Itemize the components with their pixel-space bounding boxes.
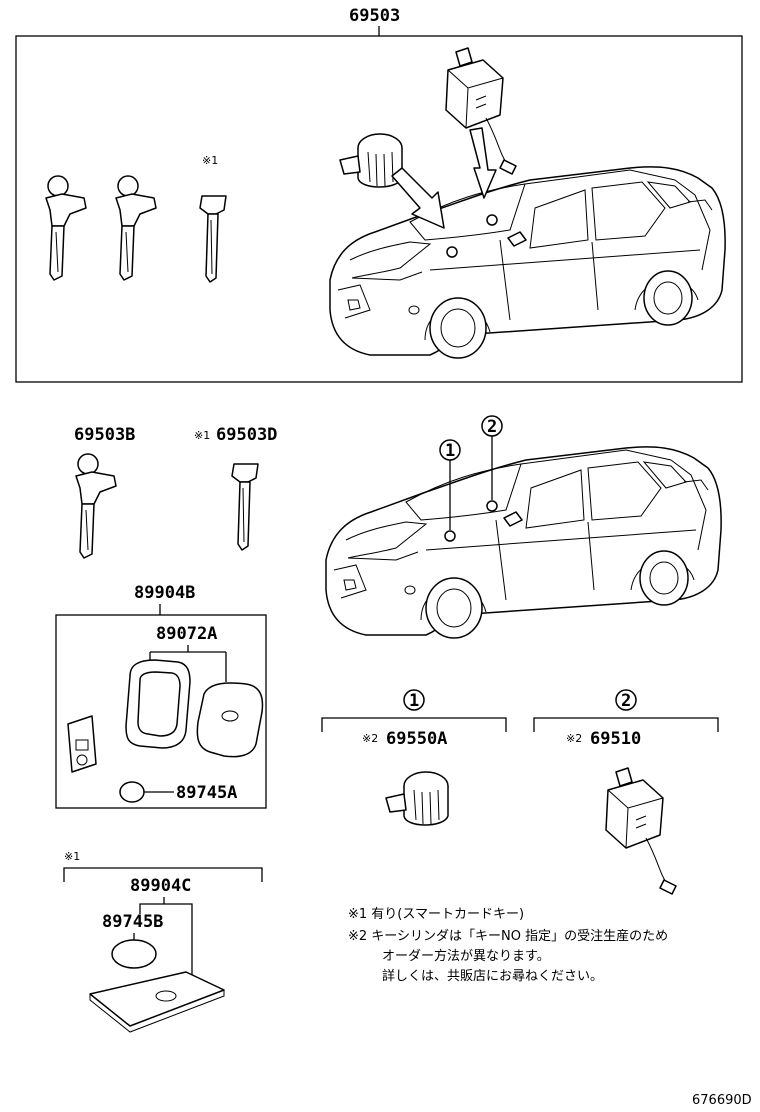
location-dot-2 [486, 500, 498, 512]
key-blade-2 [115, 175, 157, 281]
callout-text-1: 1 [445, 441, 455, 461]
key-b-part-number: 69503B [74, 425, 135, 445]
note2-mark-door: ※2 [362, 732, 378, 745]
note1-mark-card: ※1 [64, 850, 80, 863]
note1-mark-key-d: ※1 [194, 429, 210, 442]
callout-text-2: 2 [487, 417, 497, 437]
location-dot-ignition [486, 214, 498, 226]
ignition-switch-part [605, 767, 677, 895]
note-line-3: オーダー方法が異なります。 [382, 948, 550, 964]
card-key-part-number: 89904C [130, 876, 191, 896]
arrow-ignition [469, 127, 497, 199]
callout-text-1-detail: 1 [409, 691, 419, 711]
note2-mark-ignition: ※2 [566, 732, 582, 745]
circuit-chip [75, 739, 89, 751]
case-part-number: 89072A [156, 624, 217, 644]
brand-logo [221, 710, 239, 722]
smart-card-logo [155, 990, 177, 1002]
battery-a-part-number: 89745A [176, 783, 237, 803]
emergency-key-top [199, 195, 227, 283]
callout-circle-1-detail [403, 689, 425, 711]
key-blade-b [75, 453, 117, 559]
smart-card [89, 971, 225, 1027]
location-dot-1 [444, 530, 456, 542]
door-cylinder-part [385, 771, 449, 826]
card-key-leader [139, 897, 193, 978]
note1-mark-top: ※1 [202, 154, 218, 167]
circuit-contact [76, 754, 88, 766]
case-inner [137, 671, 181, 737]
transmitter-frame [55, 614, 267, 809]
battery-b [111, 939, 157, 969]
location-dot-door [446, 246, 458, 258]
callout-text-2-detail: 2 [621, 691, 631, 711]
key-blade-1 [45, 175, 87, 281]
case-leader [149, 645, 227, 682]
note-line-2: ※2 キーシリンダは「キーNO 指定」の受注生産のため [348, 928, 668, 944]
ignition-bracket [533, 717, 719, 732]
smart-card-edge [89, 990, 225, 1033]
arrow-door-cylinder [391, 167, 445, 229]
assy-part-number: 69503 [349, 6, 400, 26]
card-key-bracket [63, 867, 263, 882]
car-top [329, 166, 726, 359]
diagram-code: 676690D [692, 1093, 752, 1108]
assy-frame [15, 35, 743, 383]
door-cylinder-bracket [321, 717, 507, 732]
circuit-board [67, 715, 97, 773]
case-cover [196, 682, 264, 758]
transmitter-assy-part-number: 89904B [134, 583, 195, 603]
battery-a [119, 781, 145, 803]
note-line-1: ※1 有り(スマートカードキー) [348, 907, 524, 922]
door-cylinder-part-number: 69550A [386, 729, 447, 749]
emergency-key-d [231, 463, 259, 551]
door-cylinder-top [339, 133, 403, 188]
key-d-part-number: 69503D [216, 425, 277, 445]
car-middle [325, 446, 722, 639]
callout-circle-2-detail [615, 689, 637, 711]
battery-b-part-number: 89745B [102, 912, 163, 932]
note-line-4: 詳しくは、共販店にお尋ねください。 [382, 968, 603, 984]
ignition-part-number: 69510 [590, 729, 641, 749]
